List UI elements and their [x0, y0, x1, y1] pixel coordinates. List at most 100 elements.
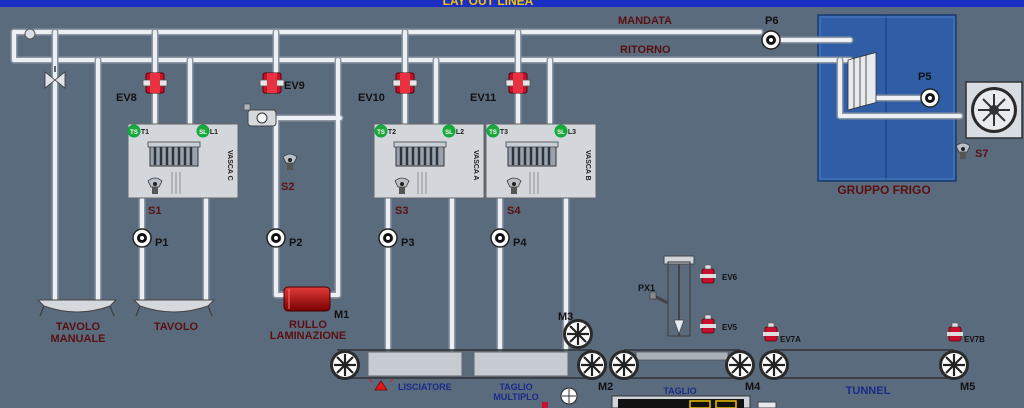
pump-p1[interactable]: [132, 228, 152, 248]
tank-b-ts: TS: [489, 130, 497, 136]
mandata-label: MANDATA: [618, 15, 672, 27]
small-control-box[interactable]: [757, 401, 777, 408]
pump-p1-label: P1: [155, 237, 168, 249]
sensor-px1[interactable]: [649, 291, 669, 305]
sensor-s7[interactable]: [955, 142, 971, 160]
motor-m4-label: M4: [745, 381, 761, 393]
motor-m3[interactable]: [561, 317, 595, 351]
valve-ev8-label: EV8: [116, 92, 137, 104]
motor-m1-label: M1: [334, 309, 349, 321]
lisciatore-roller-icon[interactable]: [328, 348, 362, 382]
valve-ev5[interactable]: [699, 314, 717, 334]
motor-m2-label: M2: [598, 381, 613, 393]
condenser-fan-icon[interactable]: [965, 81, 1023, 139]
taglio-label: TAGLIO: [663, 386, 696, 396]
valve-ev8[interactable]: [142, 72, 168, 94]
gruppo-frigo-label: GRUPPO FRIGO: [837, 183, 930, 197]
tank-a-ts: TS: [377, 130, 385, 136]
manual-valve-icon[interactable]: [44, 66, 66, 89]
tank-a-t: T2: [388, 129, 396, 136]
tunnel-roller-icon[interactable]: [757, 348, 791, 382]
tank-a-l: L2: [456, 129, 464, 136]
valve-ev7a[interactable]: [762, 322, 780, 342]
pump-p4-label: P4: [513, 237, 527, 249]
valve-ev6[interactable]: [699, 264, 717, 284]
pump-p5-label: P5: [918, 71, 931, 83]
tank-b-t: T3: [500, 129, 508, 136]
stop-indicator: [542, 402, 548, 408]
tavolo-manuale-label-1: TAVOLO: [56, 321, 101, 333]
rullo-laminazione-m1[interactable]: [283, 286, 331, 312]
taglio-conveyor[interactable]: [624, 349, 740, 379]
valve-ev10[interactable]: [392, 72, 418, 94]
pump-p2-label: P2: [289, 237, 302, 249]
tank-c-sl: SL: [199, 130, 207, 136]
pump-p2[interactable]: [266, 228, 286, 248]
valve-ev9[interactable]: [259, 72, 285, 94]
tank-vasca-a[interactable]: TS T2 SL L2 VASCA A: [373, 123, 485, 199]
taglio-multiplo-label-2: MULTIPLO: [493, 392, 538, 402]
pump-p3[interactable]: [378, 228, 398, 248]
motor-m5-label: M5: [960, 381, 975, 393]
taglio-multiplo-label-1: TAGLIO: [499, 382, 532, 392]
tank-vasca-c[interactable]: TS T1 SL L1 VASCA C: [127, 123, 239, 199]
sensor-s7-label: S7: [975, 148, 988, 160]
three-way-valve-icon[interactable]: [243, 103, 277, 127]
motor-m2[interactable]: [575, 348, 609, 382]
tank-vasca-b[interactable]: TS T3 SL L3 VASCA B: [485, 123, 597, 199]
tunnel-label: TUNNEL: [846, 385, 891, 397]
header-bar: LAY OUT LINEA: [0, 0, 1024, 8]
tunnel-conveyor[interactable]: [774, 349, 954, 379]
alarm-lamp-icon: [368, 378, 394, 391]
valve-ev10-label: EV10: [358, 92, 385, 104]
tank-b-sl: SL: [557, 130, 565, 136]
taglio-multiplo-wheel-icon: [560, 387, 578, 405]
sensor-px1-label: PX1: [638, 283, 655, 293]
sensor-s2-label: S2: [281, 181, 294, 193]
counter-display-panel[interactable]: [611, 395, 751, 408]
heat-exchanger-icon: [847, 51, 877, 111]
pump-p6[interactable]: [761, 30, 781, 50]
taglio-roller-icon[interactable]: [607, 348, 641, 382]
sensor-s3-label: S3: [395, 205, 408, 217]
pump-p6-label: P6: [765, 15, 778, 27]
tavolo-table[interactable]: [132, 299, 216, 317]
sensor-s1-label: S1: [148, 205, 161, 217]
tank-b-name: VASCA B: [584, 150, 591, 181]
tank-a-sl: SL: [445, 130, 453, 136]
tank-c-ts: TS: [130, 130, 138, 136]
tank-c-t: T1: [141, 129, 149, 136]
rullo-label-2: LAMINAZIONE: [270, 330, 346, 342]
sensor-s4-label: S4: [507, 205, 521, 217]
valve-ev11[interactable]: [505, 72, 531, 94]
valve-ev7b[interactable]: [946, 322, 964, 342]
lisciatore-conveyor[interactable]: [337, 349, 592, 379]
elbow-fitting-icon: [24, 28, 36, 40]
valve-ev5-label: EV5: [722, 323, 738, 332]
pump-p3-label: P3: [401, 237, 414, 249]
pump-p4[interactable]: [490, 228, 510, 248]
motor-m3-label: M3: [558, 311, 573, 323]
valve-ev7b-label: EV7B: [964, 335, 985, 344]
valve-ev7a-label: EV7A: [780, 335, 801, 344]
valve-ev9-label: EV9: [284, 80, 305, 92]
header-title: LAY OUT LINEA: [443, 0, 534, 8]
tank-c-name: VASCA C: [226, 150, 233, 181]
lisciatore-label: LISCIATORE: [398, 382, 452, 392]
tank-c-l: L1: [210, 129, 218, 136]
valve-ev6-label: EV6: [722, 273, 738, 282]
pump-p5[interactable]: [920, 88, 940, 108]
tank-a-name: VASCA A: [472, 150, 479, 180]
taglio-cutter[interactable]: [663, 255, 695, 337]
rullo-label-1: RULLO: [289, 319, 327, 331]
valve-ev11-label: EV11: [470, 92, 496, 104]
tavolo-manuale-label-2: MANUALE: [51, 333, 106, 345]
tavolo-label: TAVOLO: [154, 321, 199, 333]
sensor-s2[interactable]: [282, 153, 298, 171]
ritorno-label: RITORNO: [620, 44, 671, 56]
tank-b-l: L3: [568, 129, 576, 136]
motor-m4[interactable]: [723, 348, 757, 382]
motor-m5[interactable]: [937, 348, 971, 382]
tavolo-manuale-table[interactable]: [36, 299, 118, 317]
